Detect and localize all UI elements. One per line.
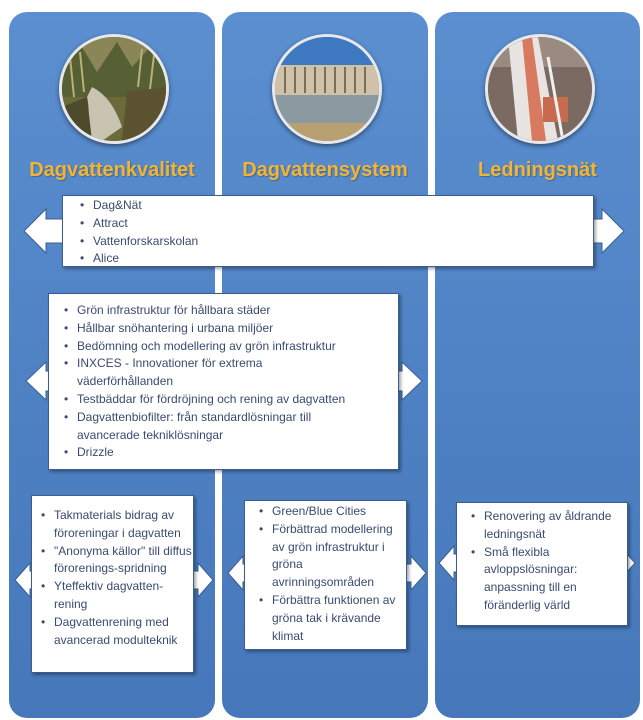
project-item: Testbäddar för fördröjning och rening av… [64, 391, 398, 409]
box-kvalitet-system: Grön infrastruktur för hållbara städer H… [48, 293, 399, 470]
project-item: Dagvattenbiofilter: från standardlösning… [64, 409, 398, 445]
project-item: Renovering av åldrande ledningsnät [471, 508, 627, 544]
box-kvalitet: Takmaterials bidrag av föroreningar i da… [31, 495, 194, 673]
project-item: Drizzle [64, 444, 398, 462]
pond-wall-photo [272, 34, 382, 144]
box-system: Green/Blue Cities Förbättrad modellering… [244, 500, 407, 650]
project-item: INXCES - Innovationer för extrema väderf… [64, 355, 398, 391]
project-item: Yteffektiv dagvatten-rening [41, 578, 193, 614]
column-title-dagvattensystem: Dagvattensystem [242, 159, 408, 181]
project-item: Förbättra funktionen av gröna tak i kräv… [259, 592, 406, 645]
box-ledningsnat: Renovering av åldrande ledningsnät Små f… [456, 502, 628, 626]
project-item: "Anonyma källor" till diffus förorenings… [41, 543, 193, 579]
project-item: Green/Blue Cities [259, 503, 406, 521]
project-item: Vattenforskarskolan [80, 233, 593, 251]
project-item: Bedömning och modellering av grön infras… [64, 338, 398, 356]
column-title-ledningsnat: Ledningsnät [478, 159, 597, 181]
project-item: Alice [80, 250, 593, 268]
project-item: Hållbar snöhantering i urbana miljöer [64, 320, 398, 338]
project-item: Takmaterials bidrag av föroreningar i da… [41, 507, 193, 543]
project-item: Förbättrad modellering av grön infrastru… [259, 521, 406, 592]
stream-photo [59, 34, 169, 144]
column-title-dagvattenkvalitet: Dagvattenkvalitet [29, 159, 195, 181]
project-item: Dagvattenrening med avancerad modultekni… [41, 614, 193, 650]
pipe-photo [485, 34, 595, 144]
project-item: Små flexibla avloppslösningar: anpassnin… [471, 544, 627, 615]
project-item: Dag&Nät [80, 197, 593, 215]
project-item: Grön infrastruktur för hållbara städer [64, 302, 398, 320]
project-item: Attract [80, 215, 593, 233]
box-all-columns: Dag&Nät Attract Vattenforskarskolan Alic… [62, 195, 594, 268]
